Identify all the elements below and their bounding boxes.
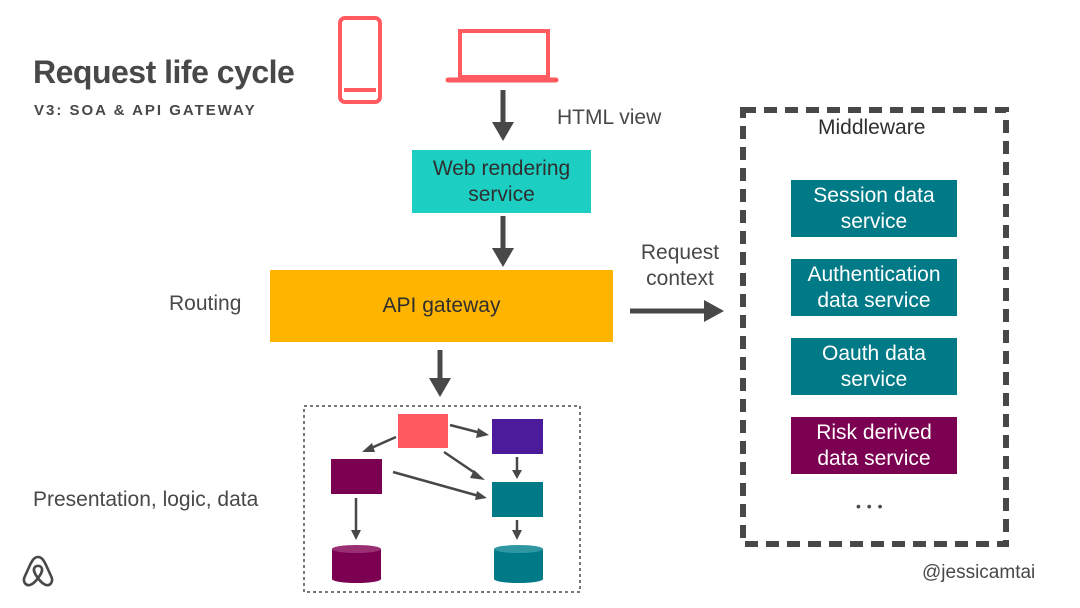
routing-label: Routing	[169, 292, 242, 315]
arrow-to-services	[429, 350, 451, 397]
author-handle: @jessicamtai	[922, 562, 1036, 583]
service-line2: data service	[817, 288, 931, 312]
web-rendering-service-box: Web rendering service	[412, 150, 591, 213]
web-rendering-line2: service	[468, 182, 535, 206]
database-teal-icon	[494, 545, 543, 583]
request-context-line2: context	[646, 267, 714, 290]
page-title: Request life cycle	[33, 54, 295, 90]
airbnb-logo-icon	[22, 555, 54, 587]
database-plum-icon	[332, 545, 381, 583]
page-subtitle: V3: SOA & API GATEWAY	[34, 102, 257, 119]
api-gateway-label: API gateway	[382, 294, 501, 317]
service-line2: service	[840, 367, 908, 391]
session-data-service-box: Session data service	[791, 180, 957, 237]
api-gateway-box: API gateway	[270, 270, 613, 342]
middleware-title: Middleware	[818, 116, 926, 139]
service-line2: data service	[817, 446, 931, 470]
request-context-label: Request context	[637, 240, 723, 292]
authentication-data-service-box: Authentication data service	[791, 259, 957, 316]
service-graph	[331, 414, 543, 583]
middleware-border	[740, 107, 1009, 547]
arrow-to-api-gateway	[492, 216, 514, 267]
laptop-icon	[445, 29, 559, 83]
service-node-plum	[331, 459, 382, 494]
service-line2: service	[840, 209, 908, 233]
services-border	[303, 405, 581, 593]
html-view-label: HTML view	[557, 106, 662, 129]
phone-icon	[338, 16, 382, 104]
arrow-to-web-rendering	[492, 90, 514, 141]
arrow-to-middleware	[630, 300, 724, 322]
more-services-ellipsis: • • •	[856, 498, 884, 514]
service-line1: Session data	[813, 183, 935, 207]
service-line1: Oauth data	[822, 341, 926, 365]
service-node-teal	[492, 482, 543, 517]
oauth-data-service-box: Oauth data service	[791, 338, 957, 395]
web-rendering-line1: Web rendering	[432, 156, 571, 180]
presentation-label: Presentation, logic, data	[33, 488, 259, 511]
service-node-coral	[398, 414, 448, 448]
service-node-purple	[492, 419, 543, 454]
risk-derived-data-service-box: Risk derived data service	[791, 417, 957, 474]
service-line1: Authentication	[807, 262, 941, 286]
request-context-line1: Request	[640, 241, 720, 264]
service-line1: Risk derived	[816, 420, 932, 444]
